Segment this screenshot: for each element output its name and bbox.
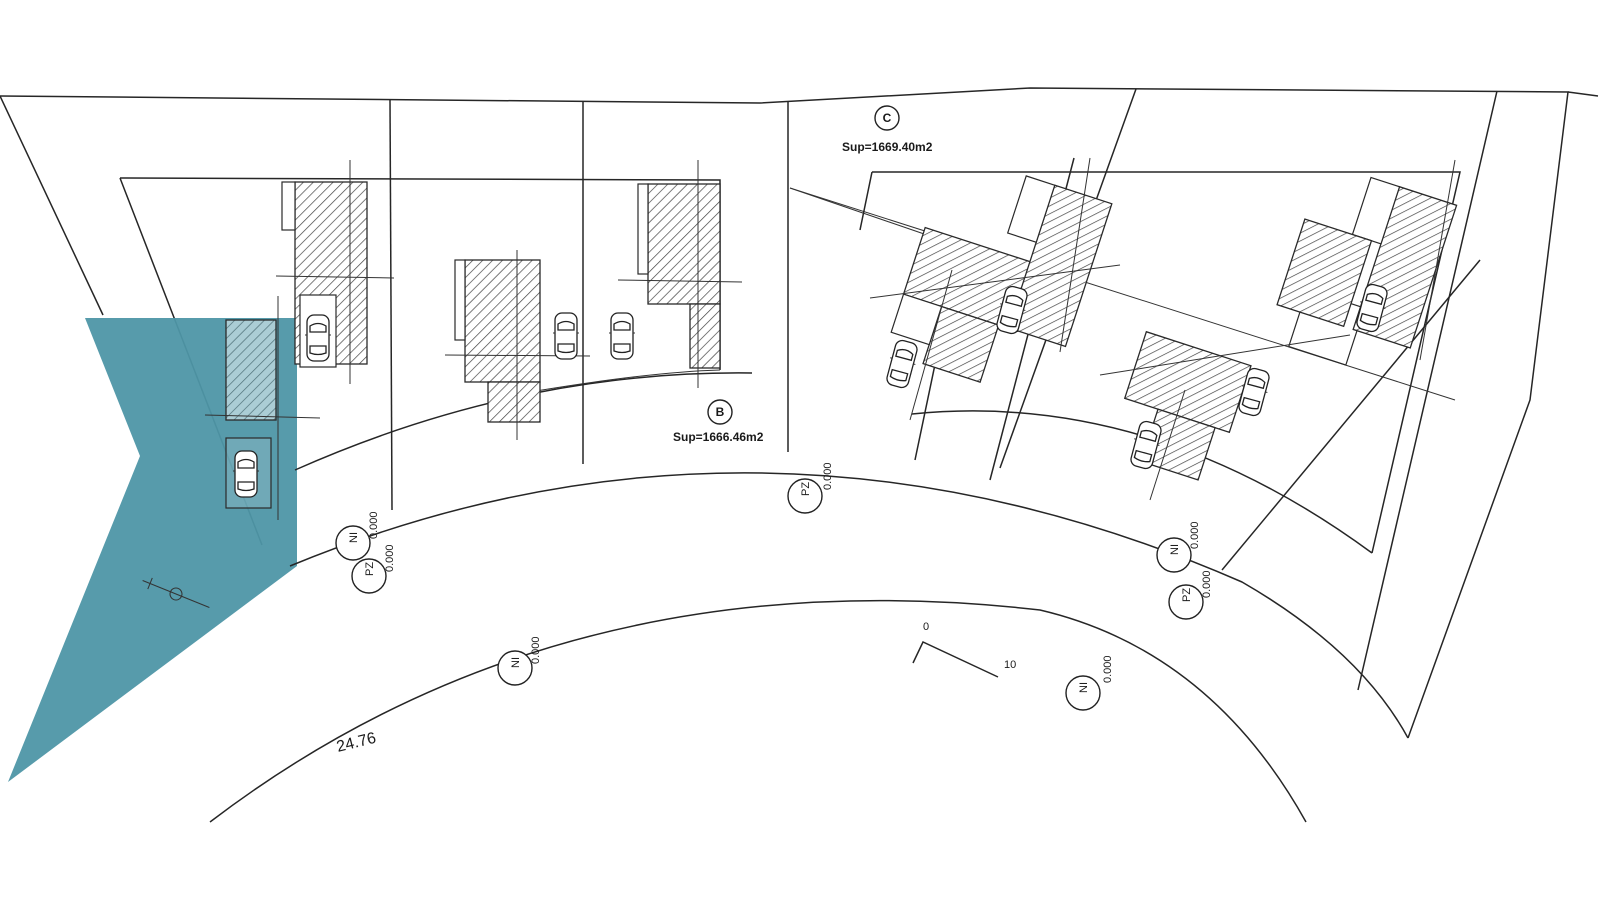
svg-text:10: 10 xyxy=(1004,659,1016,671)
level-marker: NI 0.000 xyxy=(335,511,380,561)
level-marker-icon xyxy=(1065,675,1101,711)
svg-text:0.000: 0.000 xyxy=(384,544,396,572)
level-marker-icon xyxy=(1168,584,1204,620)
site-boundary xyxy=(0,87,1599,739)
svg-text:NI: NI xyxy=(1078,682,1090,693)
svg-text:0.000: 0.000 xyxy=(1102,655,1114,683)
level-marker: PZ 0.000 xyxy=(1168,570,1213,620)
svg-text:0.000: 0.000 xyxy=(822,462,834,490)
svg-text:B: B xyxy=(716,405,725,419)
level-marker-icon xyxy=(497,650,533,686)
level-marker-icon xyxy=(335,525,371,561)
svg-text:PZ: PZ xyxy=(1181,588,1193,602)
svg-text:NI: NI xyxy=(510,657,522,668)
svg-text:NI: NI xyxy=(348,532,360,543)
curve-dimension: 24.76 xyxy=(335,730,378,756)
svg-text:NI: NI xyxy=(1169,544,1181,555)
level-marker: PZ 0.000 xyxy=(787,462,834,514)
svg-text:PZ: PZ xyxy=(800,482,812,496)
building-2 xyxy=(444,250,591,440)
level-marker-icon xyxy=(787,478,823,514)
building-5 xyxy=(1006,175,1113,348)
road-curves xyxy=(209,369,1409,823)
svg-text:0.000: 0.000 xyxy=(1189,521,1201,549)
car-icon xyxy=(552,312,580,360)
svg-text:0.000: 0.000 xyxy=(530,636,542,664)
building-3 xyxy=(617,160,743,388)
level-marker: PZ 0.000 xyxy=(351,544,396,594)
north-arrow-icon xyxy=(142,577,210,608)
highlighted-area xyxy=(8,318,297,782)
car-icon xyxy=(232,450,260,498)
scale-bar: 0 10 xyxy=(912,621,1016,678)
svg-text:0.000: 0.000 xyxy=(368,511,380,539)
level-marker: NI 0.000 xyxy=(1156,521,1201,573)
svg-text:Sup=1669.40m2: Sup=1669.40m2 xyxy=(842,140,933,154)
level-marker-icon xyxy=(351,558,387,594)
east-axis-lines xyxy=(869,157,1456,501)
car-icon xyxy=(304,314,332,362)
plot-label-c: C Sup=1669.40m2 xyxy=(842,105,933,154)
svg-text:0: 0 xyxy=(923,621,929,633)
svg-text:0.000: 0.000 xyxy=(1201,570,1213,598)
plot-label-b: B Sup=1666.46m2 xyxy=(673,399,764,444)
svg-text:Sup=1666.46m2: Sup=1666.46m2 xyxy=(673,430,764,444)
building-line-east xyxy=(859,171,1461,554)
car-icon xyxy=(882,337,922,391)
level-marker: NI 0.000 xyxy=(497,636,542,686)
level-marker: NI 0.000 xyxy=(1065,655,1114,711)
level-marker-icon xyxy=(1156,537,1192,573)
svg-text:PZ: PZ xyxy=(364,562,376,576)
car-icon xyxy=(608,312,636,360)
svg-text:C: C xyxy=(883,111,892,125)
